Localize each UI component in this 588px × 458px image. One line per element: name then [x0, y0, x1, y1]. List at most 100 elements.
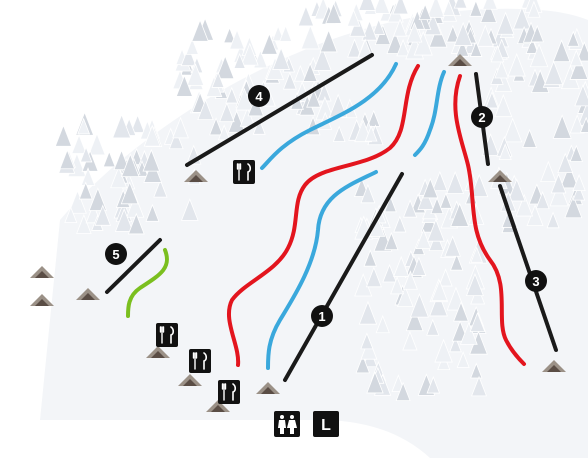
tree-icon	[480, 1, 498, 23]
lift-station-icon[interactable]	[542, 360, 566, 372]
tree-icon	[168, 130, 184, 150]
tree-icon	[347, 38, 363, 58]
toilets-icon[interactable]	[274, 411, 300, 437]
tree-icon	[180, 45, 197, 67]
lift-5-line[interactable]	[105, 238, 162, 294]
red-run[interactable]	[226, 64, 420, 367]
tree-icon	[579, 116, 588, 133]
lift-station-icon[interactable]	[146, 346, 170, 358]
tree-icon	[54, 124, 73, 147]
tree-icon	[180, 198, 199, 221]
tree-icon	[465, 272, 484, 297]
tree-icon	[393, 255, 410, 277]
lift-badge-3[interactable]: 3	[525, 270, 547, 292]
blue-run[interactable]	[266, 170, 378, 370]
tree-icon	[395, 381, 411, 402]
tree-icon	[498, 143, 512, 161]
tree-icon	[405, 308, 424, 332]
tree-icon	[363, 249, 377, 267]
tree-icon	[186, 63, 205, 86]
lift-badge-4[interactable]: 4	[248, 85, 270, 107]
tree-icon	[406, 21, 423, 43]
tree-icon	[455, 39, 470, 57]
tree-icon	[540, 160, 557, 183]
lift-1-line[interactable]	[283, 172, 404, 382]
tree-icon	[430, 196, 444, 215]
red-run[interactable]	[453, 74, 526, 366]
tree-icon	[431, 279, 448, 302]
tree-icon	[367, 109, 381, 127]
restaurant-icon[interactable]	[156, 323, 178, 347]
lift-station-icon[interactable]	[30, 266, 54, 278]
tree-icon	[94, 204, 112, 226]
tree-icon	[172, 116, 189, 139]
tree-icon	[59, 149, 76, 170]
tree-icon	[550, 173, 567, 194]
blue-run[interactable]	[260, 62, 398, 170]
tree-icon	[429, 292, 448, 317]
tree-icon	[319, 29, 338, 53]
tree-icon	[233, 52, 246, 69]
tree-icon	[282, 71, 297, 90]
tree-icon	[386, 31, 404, 54]
lift-number-5: 5	[112, 247, 119, 262]
tree-icon	[469, 311, 486, 332]
tree-icon	[569, 55, 588, 80]
lift-station-icon[interactable]	[178, 374, 202, 386]
tree-icon	[402, 199, 418, 218]
tree-icon	[494, 59, 509, 79]
tree-icon	[426, 0, 446, 18]
tree-icon	[365, 266, 382, 288]
tree-icon	[569, 114, 585, 134]
tree-icon	[446, 24, 460, 43]
tree-icon	[297, 5, 315, 27]
tree-icon	[392, 0, 409, 15]
tree-icon	[450, 202, 470, 227]
tree-icon	[366, 371, 384, 394]
tree-icon	[428, 23, 448, 48]
green-run[interactable]	[126, 248, 169, 318]
lift-station-icon[interactable]	[488, 170, 512, 182]
blue-run[interactable]	[413, 70, 446, 157]
tree-icon	[384, 231, 399, 251]
lift-4-line[interactable]	[185, 53, 374, 167]
ski-school-icon[interactable]: L	[313, 411, 339, 437]
tree-icon	[225, 86, 239, 104]
tree-icon	[78, 181, 93, 200]
tree-icon	[566, 30, 580, 47]
restaurant-icon[interactable]	[218, 380, 240, 404]
lift-station-icon[interactable]	[448, 54, 472, 66]
lift-number-2: 2	[478, 110, 485, 125]
tree-icon	[438, 268, 453, 287]
tree-icon	[358, 300, 378, 325]
tree-icon	[459, 321, 478, 345]
lift-station-icon[interactable]	[256, 382, 280, 394]
tree-icon	[469, 0, 483, 17]
lift-station-icon[interactable]	[206, 400, 230, 412]
lift-badge-5[interactable]: 5	[105, 243, 127, 265]
tree-icon	[355, 354, 371, 374]
tree-icon	[529, 43, 549, 68]
restaurant-icon[interactable]	[189, 349, 211, 373]
tree-icon	[396, 38, 410, 57]
lift-station-icon[interactable]	[30, 294, 54, 306]
tree-icon	[121, 153, 140, 178]
tree-icon	[490, 44, 505, 63]
tree-icon	[522, 128, 538, 148]
tree-icon	[444, 235, 461, 257]
tree-icon	[402, 270, 418, 290]
lift-station-icon[interactable]	[184, 170, 208, 182]
lift-badge-2[interactable]: 2	[471, 106, 493, 128]
lift-station-icon[interactable]	[76, 288, 100, 300]
restaurant-icon[interactable]	[233, 160, 255, 184]
tree-icon	[346, 8, 361, 27]
lift-number-3: 3	[532, 274, 539, 289]
tree-icon	[325, 2, 343, 24]
tree-icon	[229, 28, 246, 50]
tree-icon	[382, 263, 397, 283]
tree-icon	[512, 6, 532, 30]
lift-3-line[interactable]	[498, 184, 558, 352]
lift-badge-1[interactable]: 1	[311, 305, 333, 327]
tree-icon	[572, 173, 586, 192]
tree-icon	[235, 87, 254, 111]
